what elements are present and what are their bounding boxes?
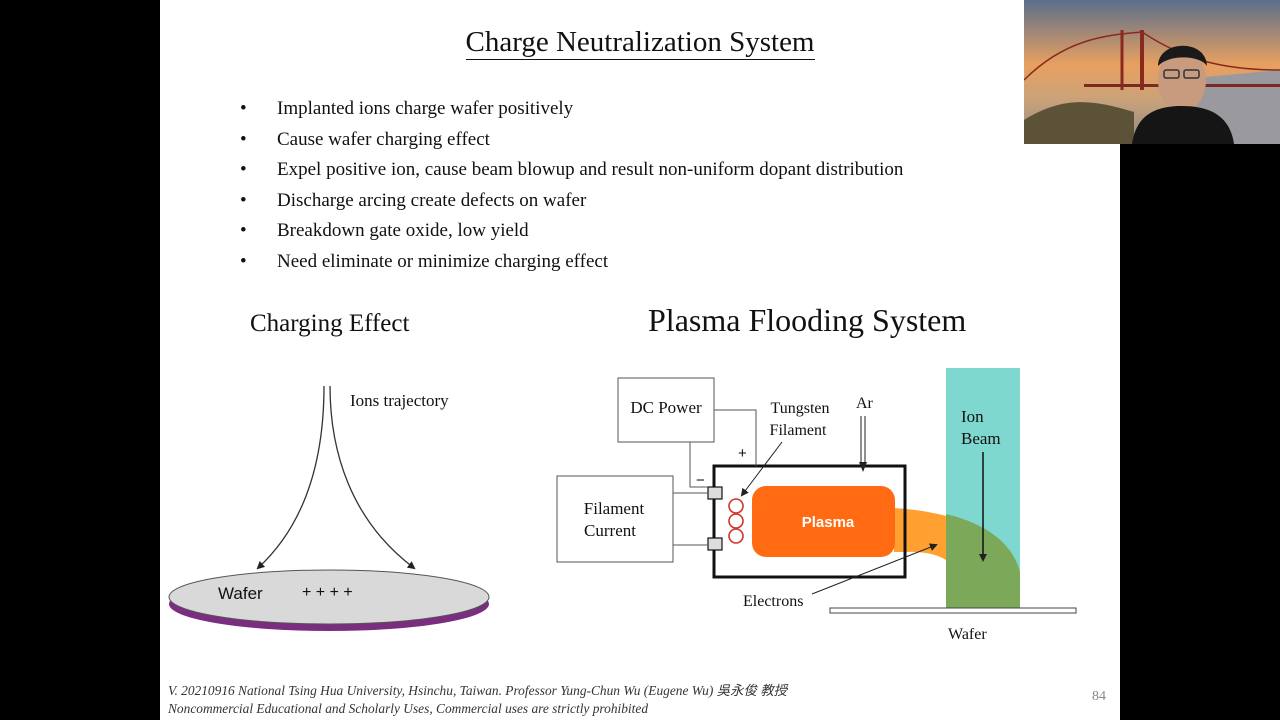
tungsten-label-2: Filament xyxy=(770,422,827,439)
ar-label: Ar xyxy=(856,395,874,412)
bullet-item: Need eliminate or minimize charging effe… xyxy=(238,247,903,278)
charging-effect-title: Charging Effect xyxy=(250,310,410,337)
footer-line-2: Noncommercial Educational and Scholarly … xyxy=(168,701,649,716)
bullet-item: Breakdown gate oxide, low yield xyxy=(238,216,903,247)
presenter-video-icon xyxy=(1024,0,1280,144)
ion-beam-label-2: Beam xyxy=(961,429,1001,448)
slide-title: Charge Neutralization System xyxy=(160,26,1120,60)
filament-current-label-1: Filament xyxy=(584,499,645,518)
positive-charges: + + + + xyxy=(302,584,353,601)
charging-effect-diagram: Ions trajectory Wafer + + + + xyxy=(168,385,490,631)
bullet-list: Implanted ions charge wafer positively C… xyxy=(238,94,903,278)
wafer-label: Wafer xyxy=(218,584,263,603)
plasma-flooding-title: Plasma Flooding System xyxy=(648,302,967,338)
electrons-label: Electrons xyxy=(743,593,803,610)
target-wafer xyxy=(829,607,1077,614)
connector-bottom xyxy=(707,537,723,551)
filament-coil xyxy=(728,498,744,544)
plus-sign: + xyxy=(738,445,747,462)
diagrams: Ions trajectory Wafer + + + + Plasma xyxy=(168,368,1077,643)
ion-beam-label-1: Ion xyxy=(961,407,984,426)
slide: Charge Neutralization System Implanted i… xyxy=(160,0,1120,720)
connector-top xyxy=(707,486,723,500)
beam-overlap xyxy=(946,514,1020,610)
bullet-item: Expel positive ion, cause beam blowup an… xyxy=(238,155,903,186)
dc-power-label: DC Power xyxy=(630,398,702,417)
slide-footer: V. 20210916 National Tsing Hua Universit… xyxy=(168,682,787,718)
tungsten-arrow xyxy=(740,441,783,497)
circuit-wires xyxy=(673,409,757,546)
plasma-label: Plasma xyxy=(802,514,855,531)
bullet-item: Discharge arcing create defects on wafer xyxy=(238,186,903,217)
tungsten-label-1: Tungsten xyxy=(771,400,830,417)
webcam-feed xyxy=(1024,0,1280,144)
target-wafer-label: Wafer xyxy=(948,626,987,643)
footer-line-1: V. 20210916 National Tsing Hua Universit… xyxy=(168,683,787,698)
bullet-item: Implanted ions charge wafer positively xyxy=(238,94,903,125)
electrons-arrow xyxy=(811,543,938,595)
bullet-item: Cause wafer charging effect xyxy=(238,125,903,156)
ar-inlet-arrowhead xyxy=(859,462,867,472)
filament-current-label-2: Current xyxy=(584,521,636,540)
page-number: 84 xyxy=(1092,689,1106,704)
plasma-body xyxy=(752,486,895,557)
flood-chamber xyxy=(712,464,907,579)
filament-current-box xyxy=(556,475,674,563)
plasma-flooding-diagram: Plasma DC Power Filament Current xyxy=(556,368,1077,643)
ion-trajectory-right xyxy=(329,385,416,570)
minus-sign: − xyxy=(696,472,705,489)
ion-trajectory-left xyxy=(256,385,325,570)
ions-trajectory-label: Ions trajectory xyxy=(350,391,449,410)
slide-title-text: Charge Neutralization System xyxy=(465,26,815,60)
wafer-disk xyxy=(168,569,490,625)
